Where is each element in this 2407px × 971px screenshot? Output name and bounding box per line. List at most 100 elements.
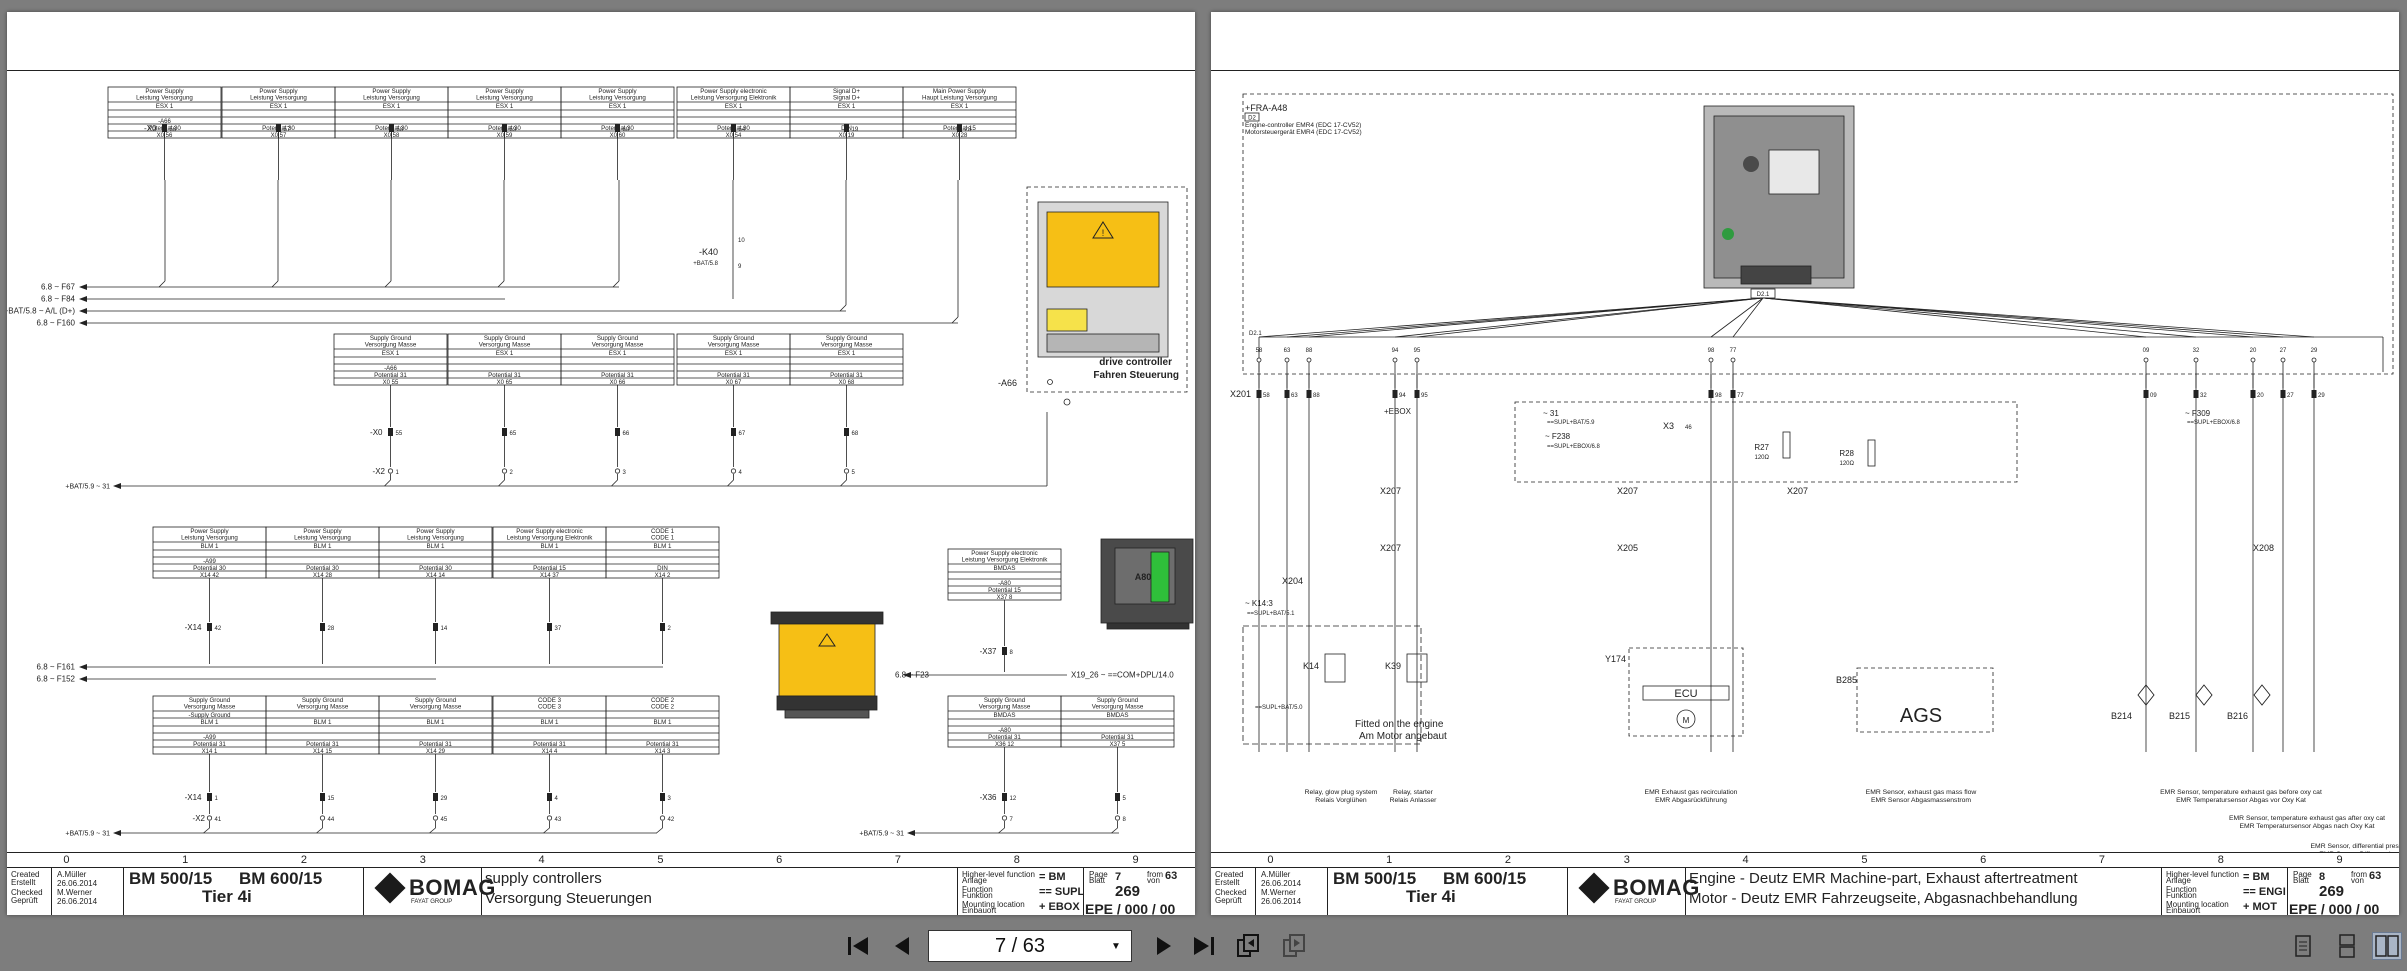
device-reference: +FRA-A48 [1245, 103, 1287, 113]
function-label: Power Supply [303, 528, 342, 535]
resistor-label: R28 [1839, 449, 1854, 458]
pin-label: X37 5 [1110, 742, 1126, 748]
logo-text: BOMAG [409, 875, 496, 900]
previous-page-button[interactable] [888, 932, 916, 960]
ecu-label [1768, 149, 1820, 195]
terminal-pin [844, 124, 849, 132]
title-block-hl-val: = BM [1039, 871, 1066, 883]
pin-label: X0 65 [497, 380, 513, 386]
resistor [1867, 439, 1876, 467]
two-page-view-button[interactable] [2372, 932, 2402, 960]
terminal [2280, 357, 2286, 363]
pin-number: 5 [852, 470, 856, 476]
relay-label: K39 [1385, 661, 1401, 671]
sensor-symbol [2137, 684, 2155, 706]
wire [316, 827, 323, 834]
first-page-button[interactable] [844, 932, 872, 960]
page-number-select[interactable]: 7 / 63 ▼ [928, 930, 1132, 962]
arrow-head [79, 320, 87, 326]
wire [158, 280, 166, 288]
back-history-button[interactable] [1234, 932, 1262, 960]
bus-reference: ~ 31 [1543, 409, 1559, 418]
terminal-pin [433, 793, 438, 801]
ref-text: D2.1 [1249, 331, 1262, 337]
history-back-icon [1237, 934, 1259, 957]
connector-label: X205 [1617, 543, 1638, 553]
pin-number: 10 [738, 238, 745, 244]
function-label-de: Versorgung Masse [297, 704, 349, 711]
wire [1762, 297, 2147, 338]
function-label: Main Power Supply [933, 88, 987, 95]
terminal-pin [320, 793, 325, 801]
title-block-fn-val: == ENGI [2243, 886, 2286, 898]
function-label: Power Supply electronic [700, 88, 766, 95]
terminal [1284, 357, 1290, 363]
wire [1762, 297, 2315, 338]
title-block-of-de: von [2351, 876, 2364, 885]
ground-terminal [730, 468, 737, 474]
function-label-de: Leistung Versorgung [407, 535, 464, 542]
continuous-view-button[interactable] [2332, 932, 2362, 960]
column-number: 9 [2336, 854, 2343, 866]
title-block-epe: EPE / 000 / 00 [1085, 901, 1176, 915]
single-page-view-button[interactable] [2288, 932, 2318, 960]
pin-label: X14 14 [426, 573, 446, 579]
title-block-page-val: 7 [1115, 871, 1122, 883]
controller-label: ESX 1 [725, 103, 743, 110]
title-block-page-de: Blatt [1089, 876, 1106, 885]
arrow-head [79, 664, 87, 670]
two-page-icon [2375, 935, 2399, 957]
pin-number: 20 [2257, 393, 2264, 399]
terminal-pin [389, 124, 394, 132]
pin-label: X37 8 [997, 595, 1013, 601]
title-block-hl-label: Higher-level function [2166, 870, 2239, 879]
terminal-pin [957, 124, 962, 132]
potential-label: Potential 15 [988, 587, 1021, 594]
controller-label: BLM 1 [541, 543, 559, 550]
terminal-pin [2250, 390, 2256, 398]
function-label-de: Signal D+ [833, 95, 860, 102]
pin-number: 3 [623, 470, 627, 476]
controller-label: ESX 1 [270, 103, 288, 110]
last-page-icon [1194, 937, 1214, 955]
bus-reference: +BAT/5.9 ~ 31 [859, 831, 904, 838]
relays-frame [1242, 625, 1422, 745]
title-block-checked-label: Checked [1215, 888, 1247, 897]
forward-history-button[interactable] [1280, 932, 1308, 960]
connector-label: X207 [1787, 486, 1808, 496]
connector-label: -X2 [373, 467, 386, 476]
pin-number: 4 [739, 470, 743, 476]
caption: EMR Exhaust gas recirculation [1645, 789, 1738, 796]
function-label: Power Supply [259, 88, 298, 95]
motor-symbol [1676, 709, 1696, 729]
function-label: Supply Ground [597, 335, 639, 342]
module-a80-connector [1150, 551, 1170, 603]
next-page-button[interactable] [1150, 932, 1178, 960]
bus-reference: ==SUPL+EBOX/6.8 [1547, 444, 1601, 450]
function-label: CODE 2 [651, 697, 675, 704]
ground-terminal [614, 468, 621, 474]
controller-label: BLM 1 [201, 719, 219, 726]
controller-label: BMDAS [993, 712, 1015, 719]
pin-number: 2 [668, 626, 672, 632]
pin-number: 46 [1685, 425, 1692, 431]
terminal-pin [1392, 390, 1398, 398]
arrow-head [79, 296, 87, 302]
caption-de: EMR Sensor Abgasmassenstrom [1871, 797, 1971, 804]
column-number: 1 [182, 854, 189, 866]
bus-reference: +BAT/5.9 ~ 31 [65, 484, 110, 491]
pin-number: 44 [328, 817, 335, 823]
wire [543, 827, 550, 834]
title-block-model2: BM 600/15 [239, 869, 323, 888]
terminal [2250, 357, 2256, 363]
column-number: 8 [2217, 854, 2224, 866]
ground-terminal [319, 815, 326, 821]
device-subtitle: Fahren Steuerung [1093, 370, 1179, 381]
pin-number: 1 [396, 470, 400, 476]
column-number: 3 [1623, 854, 1630, 866]
display-screen [778, 623, 876, 697]
last-page-button[interactable] [1190, 932, 1218, 960]
function-label-de: CODE 1 [651, 535, 675, 542]
